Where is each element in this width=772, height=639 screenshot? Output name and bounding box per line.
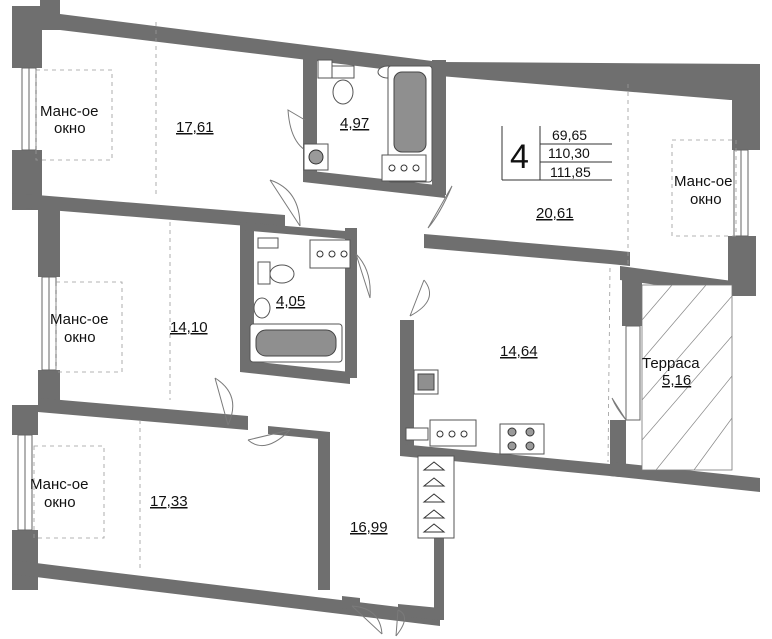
- wall-bottom: [12, 560, 440, 626]
- door-entry-right: [395, 609, 405, 637]
- stove2-icon: [309, 239, 351, 269]
- wall-left-mid: [38, 207, 60, 277]
- window-label-top-left-2: окно: [54, 120, 86, 137]
- wall-band-1: [12, 193, 285, 229]
- wall-kitchen-bottom: [400, 444, 620, 477]
- area-room-top-left: 17,61: [176, 119, 214, 136]
- doors: [214, 109, 627, 637]
- bathroom-mid-fixtures: [249, 237, 351, 363]
- window-label-top-left: Манс-ое: [40, 103, 98, 120]
- door-room1: [269, 179, 301, 227]
- area-bathroom-top: 4,97: [340, 115, 369, 132]
- window-label-top-right: Манс-ое: [674, 173, 732, 190]
- apartment-info: 4 69,65 110,30 111,85: [501, 126, 612, 181]
- windows: [17, 67, 749, 531]
- room-labels: Манс-ое окно 17,61 4,97 Манс-ое окно 20,…: [30, 103, 732, 536]
- window-label-top-right-2: окно: [690, 191, 722, 208]
- door-bath2: [355, 253, 371, 299]
- area-bathroom-mid: 4,05: [276, 293, 305, 310]
- wall-bath2-top: [240, 222, 357, 240]
- terrace-hatch: [641, 284, 733, 471]
- toilet-tank2-icon: [257, 261, 271, 285]
- area-kitchen: 14,64: [500, 343, 538, 360]
- wardrobe-icon: [417, 455, 455, 539]
- area-total: 110,30: [548, 145, 590, 161]
- area-room-mid-left: 14,10: [170, 319, 208, 336]
- wall-terrace-left: [622, 272, 642, 326]
- shelf-icon: [257, 237, 279, 249]
- hob-icon: [499, 423, 545, 455]
- dashed-lines: [33, 22, 737, 572]
- window-label-bot-left: Манс-ое: [30, 476, 88, 493]
- area-hall: 16,99: [350, 519, 388, 536]
- area-room-top-right: 20,61: [536, 205, 574, 222]
- wall-bl-right: [318, 432, 330, 590]
- area-terrace: 5,16: [662, 372, 691, 389]
- wall-bl-top-right: [268, 426, 330, 440]
- area-room-bot-left: 17,33: [150, 493, 188, 510]
- wall-entry-left: [342, 596, 360, 610]
- door-bath1: [287, 109, 306, 151]
- kitchen-fixtures: [405, 369, 545, 455]
- terrace-label: Терраса: [642, 355, 700, 372]
- toilet-icon: [332, 79, 354, 105]
- toilet-tank-icon: [331, 65, 355, 79]
- bathroom-top-fixtures: [303, 59, 433, 183]
- toilet2-icon: [269, 264, 295, 284]
- wall-top: [28, 0, 760, 100]
- wall-kitchen-top: [424, 234, 630, 266]
- wall-left-top: [12, 6, 42, 68]
- washbasin2-icon: [253, 297, 271, 319]
- area-total-terrace: 111,85: [550, 164, 591, 180]
- door-room4: [247, 429, 291, 447]
- window-label-mid-left: Манс-ое: [50, 311, 108, 328]
- door-room2: [427, 185, 453, 229]
- wall-right-top: [732, 95, 760, 150]
- wall-bath1-right: [432, 60, 446, 195]
- door-terrace: [611, 397, 627, 421]
- window-label-bot-left-2: окно: [44, 494, 76, 511]
- door-room3: [214, 377, 234, 426]
- wall-left-bot-b: [12, 530, 38, 590]
- wall-bath1-bottom: [303, 170, 445, 198]
- window-terrace: [625, 325, 641, 421]
- window-label-mid-left-2: окно: [64, 329, 96, 346]
- sink-icon: [317, 59, 333, 79]
- washing-machine-icon: [303, 143, 329, 171]
- area-living: 69,65: [552, 127, 587, 143]
- wall-band-2: [38, 398, 248, 430]
- wall-kitchen-left: [400, 320, 414, 455]
- wall-bath2-bottom: [240, 360, 350, 384]
- door-entry-left: [351, 605, 383, 635]
- rooms-count: 4: [510, 138, 529, 176]
- wall-entry: [398, 604, 440, 620]
- wall-left-bot: [12, 405, 38, 435]
- door-kitchen: [409, 279, 431, 317]
- wall-terrace-left-b: [610, 420, 626, 475]
- kitchen-counter-icon: [429, 419, 477, 447]
